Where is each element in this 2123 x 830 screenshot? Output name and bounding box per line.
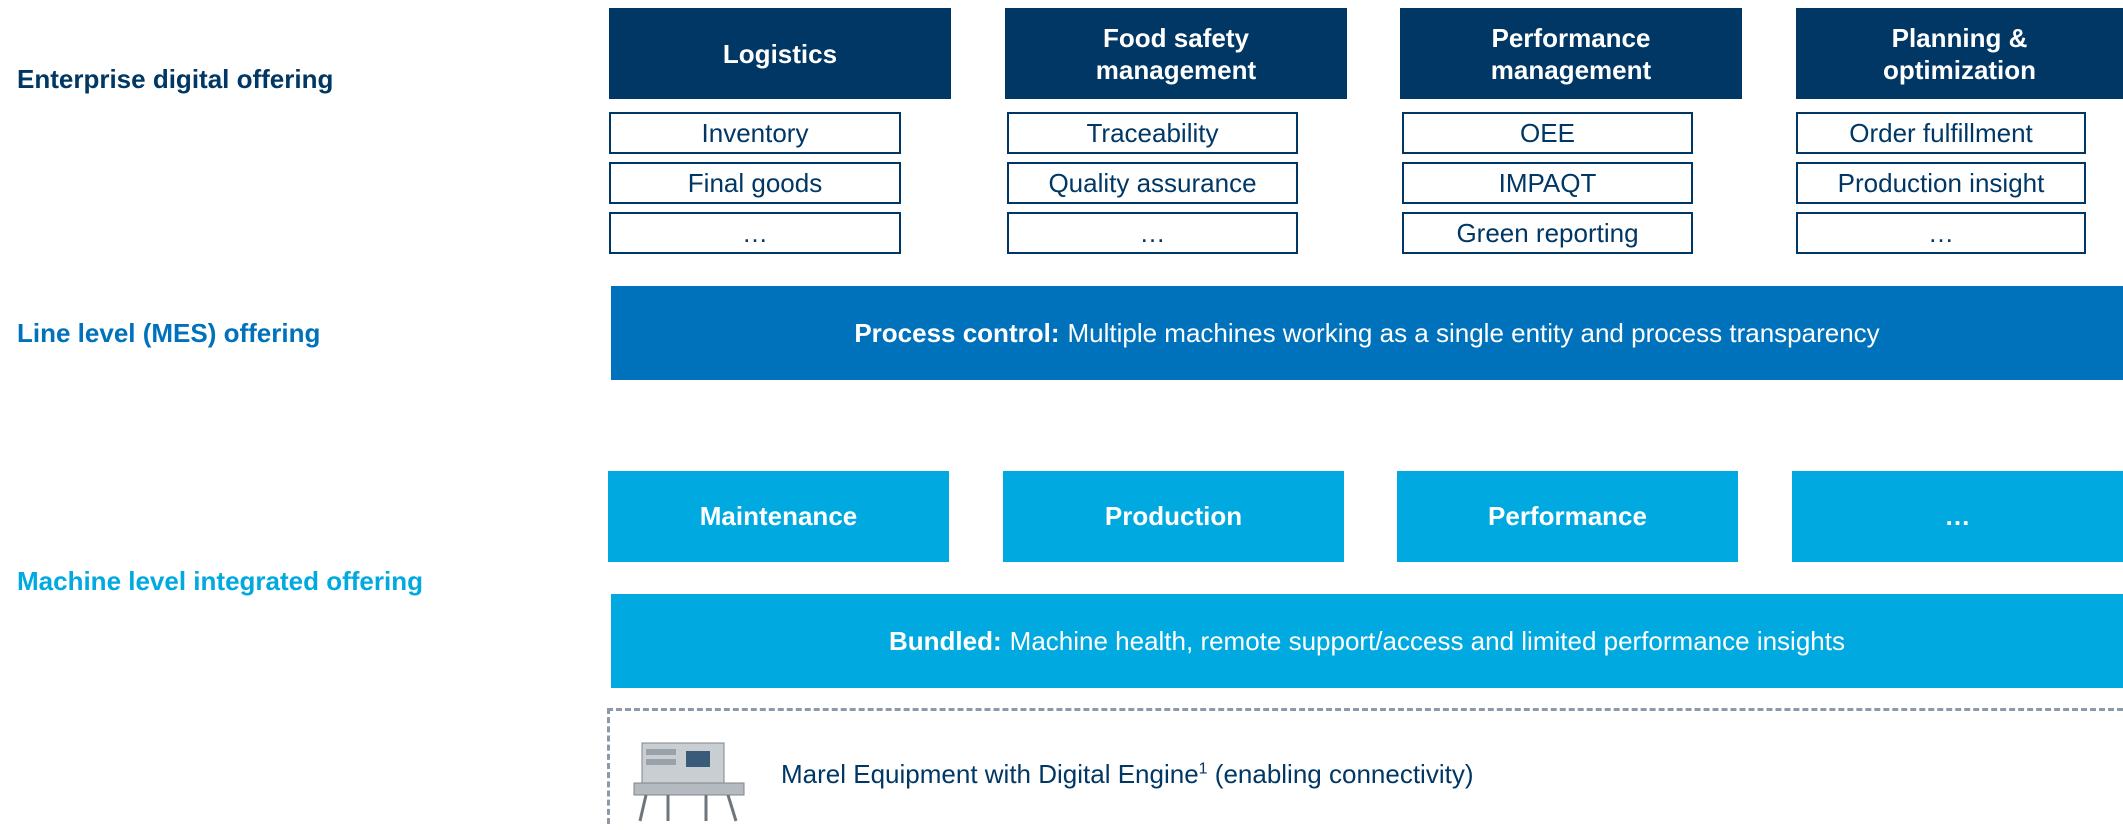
module-production: Production	[1003, 471, 1344, 562]
equipment-text-after: (enabling connectivity)	[1207, 759, 1474, 789]
line-level-label: Line level (MES) offering	[17, 318, 321, 348]
sub-item-more: …	[1796, 212, 2086, 254]
enterprise-level-label: Enterprise digital offering	[17, 64, 334, 94]
category-title: Planning & optimization	[1882, 22, 2037, 85]
bundled-text: Machine health, remote support/access an…	[1009, 625, 1845, 656]
sub-item-oee: OEE	[1402, 112, 1693, 154]
footnote-marker: 1	[1198, 760, 1208, 778]
machine-level-label: Machine level integrated offering	[17, 566, 423, 596]
process-control-bar: Process control: Multiple machines worki…	[611, 286, 2123, 380]
equipment-label: Marel Equipment with Digital Engine1 (en…	[781, 759, 1473, 790]
category-header-planning: Planning & optimization	[1796, 8, 2123, 99]
process-control-text: Multiple machines working as a single en…	[1067, 317, 1880, 348]
equipment-text: Marel Equipment with Digital Engine	[781, 759, 1199, 789]
sub-item-inventory: Inventory	[609, 112, 901, 154]
sub-item-green-reporting: Green reporting	[1402, 212, 1693, 254]
bundled-bar: Bundled: Machine health, remote support/…	[611, 594, 2123, 688]
sub-item-more: …	[609, 212, 901, 254]
equipment-box: Marel Equipment with Digital Engine1 (en…	[607, 708, 2123, 825]
category-title: Performance management	[1490, 22, 1652, 85]
module-more: …	[1792, 471, 2123, 562]
sub-item-order-fulfillment: Order fulfillment	[1796, 112, 2086, 154]
category-title: Food safety management	[1095, 22, 1257, 85]
sub-item-traceability: Traceability	[1007, 112, 1298, 154]
sub-item-quality-assurance: Quality assurance	[1007, 162, 1298, 204]
bundled-label: Bundled:	[889, 625, 1002, 656]
category-title: Logistics	[722, 38, 838, 69]
process-control-label: Process control:	[854, 317, 1060, 348]
machine-photo-icon	[628, 729, 750, 825]
sub-item-impaqt: IMPAQT	[1402, 162, 1693, 204]
module-performance: Performance	[1397, 471, 1738, 562]
sub-item-more: …	[1007, 212, 1298, 254]
module-maintenance: Maintenance	[608, 471, 949, 562]
sub-item-production-insight: Production insight	[1796, 162, 2086, 204]
category-header-logistics: Logistics	[609, 8, 951, 99]
sub-item-final-goods: Final goods	[609, 162, 901, 204]
category-header-performance: Performance management	[1400, 8, 1742, 99]
category-header-food-safety: Food safety management	[1005, 8, 1347, 99]
